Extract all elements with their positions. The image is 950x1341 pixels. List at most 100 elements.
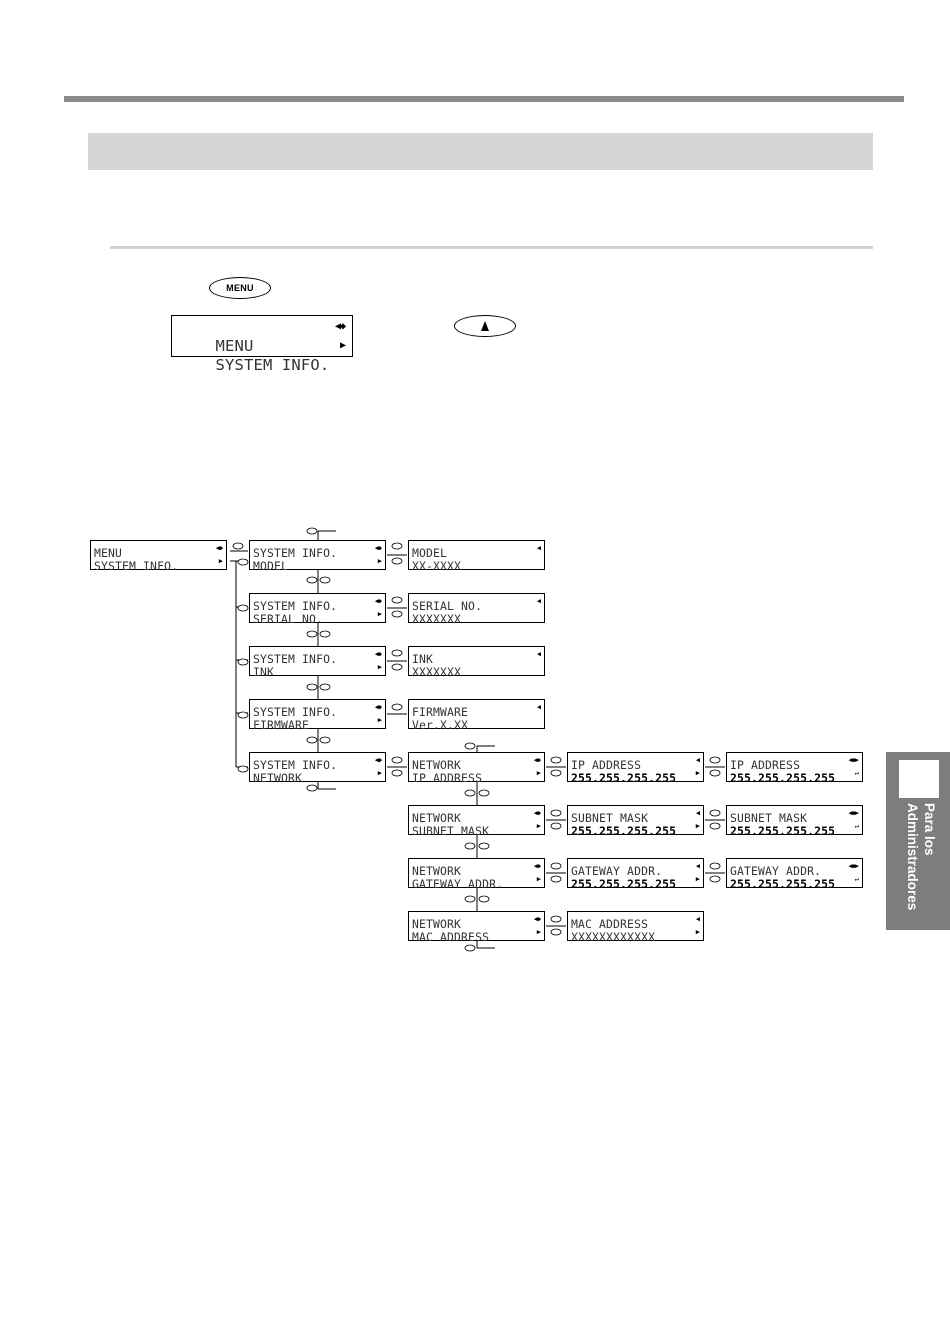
top-rule — [64, 96, 904, 102]
lcd-line-1: MENU — [215, 337, 254, 355]
left-updown-icon: ◀◆ — [374, 544, 383, 552]
lcd-line-2: Ver.X.XX — [412, 718, 469, 732]
lcd-line-1: FIRMWARE — [412, 705, 469, 719]
lcd-system-info-model: SYSTEM INFO. ◀◆ MODEL ▶ — [249, 540, 386, 573]
lcd-line-1: GATEWAY ADDR. — [730, 864, 822, 878]
left-updown-icon: ◀◆ — [533, 809, 542, 817]
lcd-network-subnet: NETWORK◀◆ SUBNET MASK▶ — [408, 805, 545, 838]
lcd-line-1: SYSTEM INFO. — [253, 546, 338, 560]
left-updown-icon: ◀◆ — [374, 756, 383, 764]
lcd-line-2: 255.255.255.255 — [730, 824, 836, 838]
enter-icon: ↵ — [854, 822, 859, 830]
lcd-line-2: 255.255.255.255 — [730, 877, 836, 891]
up-arrow-icon — [481, 321, 489, 331]
left-updown-icon: ◀◆ — [334, 321, 346, 332]
right-arrow-icon: ▶ — [218, 557, 223, 565]
right-arrow-icon: ▶ — [377, 716, 382, 724]
lcd-ip-edit: IP ADDRESS ◀◆▶ 255.255.255.255 ↵ — [726, 752, 863, 785]
subsection-rule — [110, 246, 873, 249]
lcd-line-2: FIRMWARE — [253, 718, 310, 732]
lcd-line-2: XXXXXXXXXXXX — [571, 930, 656, 944]
left-updown-icon: ◀◆ — [374, 650, 383, 658]
lcd-line-2: SYSTEM INFO. — [94, 559, 179, 573]
right-arrow-icon: ▶ — [377, 769, 382, 777]
right-arrow-icon: ▶ — [536, 875, 541, 883]
lcd-line-2: SUBNET MASK — [412, 824, 490, 838]
lcd-system-info-firmware: SYSTEM INFO.◀◆ FIRMWARE▶ — [249, 699, 386, 732]
left-arrow-icon: ◀ — [536, 703, 541, 711]
left-updown-icon: ◀◆ — [533, 756, 542, 764]
right-arrow-icon: ▶ — [339, 340, 346, 351]
left-updown-icon: ◀◆ — [215, 544, 224, 552]
section-title-band — [88, 133, 873, 170]
left-updown-right-icon: ◀◆▶ — [848, 756, 859, 764]
lcd-system-info-network: SYSTEM INFO. ◀◆ NETWORK ▶ — [249, 752, 386, 785]
lcd-line-2: 255.255.255.255 — [571, 824, 677, 838]
lcd-gateway-value: GATEWAY ADDR. ◀ 255.255.255.255 ▶ — [567, 858, 704, 891]
lcd-line-1: GATEWAY ADDR. — [571, 864, 663, 878]
up-key — [454, 315, 516, 337]
left-updown-icon: ◀◆ — [533, 862, 542, 870]
lcd-line-2: MAC ADDRESS — [412, 930, 490, 944]
left-updown-icon: ◀◆ — [374, 703, 383, 711]
side-tab-box — [899, 760, 939, 798]
right-arrow-icon: ▶ — [695, 875, 700, 883]
lcd-line-1: NETWORK — [412, 917, 462, 931]
lcd-line-1: SUBNET MASK — [571, 811, 649, 825]
lcd-line-2: IP ADDRESS — [412, 771, 483, 785]
lcd-subnet-value: SUBNET MASK ◀ 255.255.255.255 ▶ — [567, 805, 704, 838]
lcd-serial-value: SERIAL NO. ◀ XXXXXXX — [408, 593, 545, 626]
right-arrow-icon: ▶ — [536, 769, 541, 777]
side-tab-label: Para los Administradores — [892, 803, 938, 923]
lcd-line-2: GATEWAY ADDR. — [412, 877, 504, 891]
left-updown-icon: ◀◆ — [533, 915, 542, 923]
left-arrow-icon: ◀ — [695, 756, 700, 764]
lcd-line-2: 255.255.255.255 — [730, 771, 836, 785]
lcd-line-1: NETWORK — [412, 758, 462, 772]
right-arrow-icon: ▶ — [377, 663, 382, 671]
lcd-line-1: SYSTEM INFO. — [253, 599, 338, 613]
left-arrow-icon: ◀ — [695, 862, 700, 870]
lcd-firmware-value: FIRMWARE ◀ Ver.X.XX — [408, 699, 545, 732]
lcd-line-2: SERIAL NO. — [253, 612, 324, 626]
lcd-line-2: INK — [253, 665, 275, 679]
lcd-line-1: SYSTEM INFO. — [253, 758, 338, 772]
lcd-line-1: NETWORK — [412, 811, 462, 825]
enter-icon: ↵ — [854, 769, 859, 777]
lcd-line-2: XXXXXXX — [412, 665, 462, 679]
menu-key-label: MENU — [226, 283, 254, 293]
right-arrow-icon: ▶ — [377, 557, 382, 565]
lcd-line-1: MENU — [94, 546, 123, 560]
right-arrow-icon: ▶ — [695, 928, 700, 936]
lcd-subnet-edit: SUBNET MASK◀◆▶ 255.255.255.255↵ — [726, 805, 863, 838]
lcd-line-1: IP ADDRESS — [571, 758, 642, 772]
lcd-line-2: 255.255.255.255 — [571, 877, 677, 891]
menu-key: MENU — [209, 277, 271, 299]
key-symbols — [232, 527, 721, 952]
lcd-line-1: SUBNET MASK — [730, 811, 808, 825]
left-arrow-icon: ◀ — [536, 544, 541, 552]
left-updown-right-icon: ◀◆▶ — [848, 862, 859, 870]
right-arrow-icon: ▶ — [695, 769, 700, 777]
right-arrow-icon: ▶ — [695, 822, 700, 830]
left-arrow-icon: ◀ — [695, 915, 700, 923]
left-arrow-icon: ◀ — [536, 650, 541, 658]
side-tab-line-1: Para los — [922, 803, 937, 856]
lcd-menu: MENU ◀◆ SYSTEM INFO. ▶ — [90, 540, 227, 573]
lcd-line-1: SYSTEM INFO. — [253, 652, 338, 666]
lcd-line-1: IP ADDRESS — [730, 758, 801, 772]
left-arrow-icon: ◀ — [695, 809, 700, 817]
lcd-line-2: MODEL — [253, 559, 289, 573]
lcd-line-1: NETWORK — [412, 864, 462, 878]
lcd-line-1: SERIAL NO. — [412, 599, 483, 613]
enter-icon: ↵ — [854, 875, 859, 883]
lcd-mac-value: MAC ADDRESS ◀ XXXXXXXXXXXX ▶ — [567, 911, 704, 944]
lcd-line-1: MAC ADDRESS — [571, 917, 649, 931]
lcd-network-mac: NETWORK◀◆ MAC ADDRESS▶ — [408, 911, 545, 944]
lcd-line-2: XXXXXXX — [412, 612, 462, 626]
left-arrow-icon: ◀ — [536, 597, 541, 605]
lcd-line-2: NETWORK — [253, 771, 303, 785]
lcd-model-value: MODEL◀ XX-XXXX — [408, 540, 545, 573]
lcd-line-2: 255.255.255.255 — [571, 771, 677, 785]
